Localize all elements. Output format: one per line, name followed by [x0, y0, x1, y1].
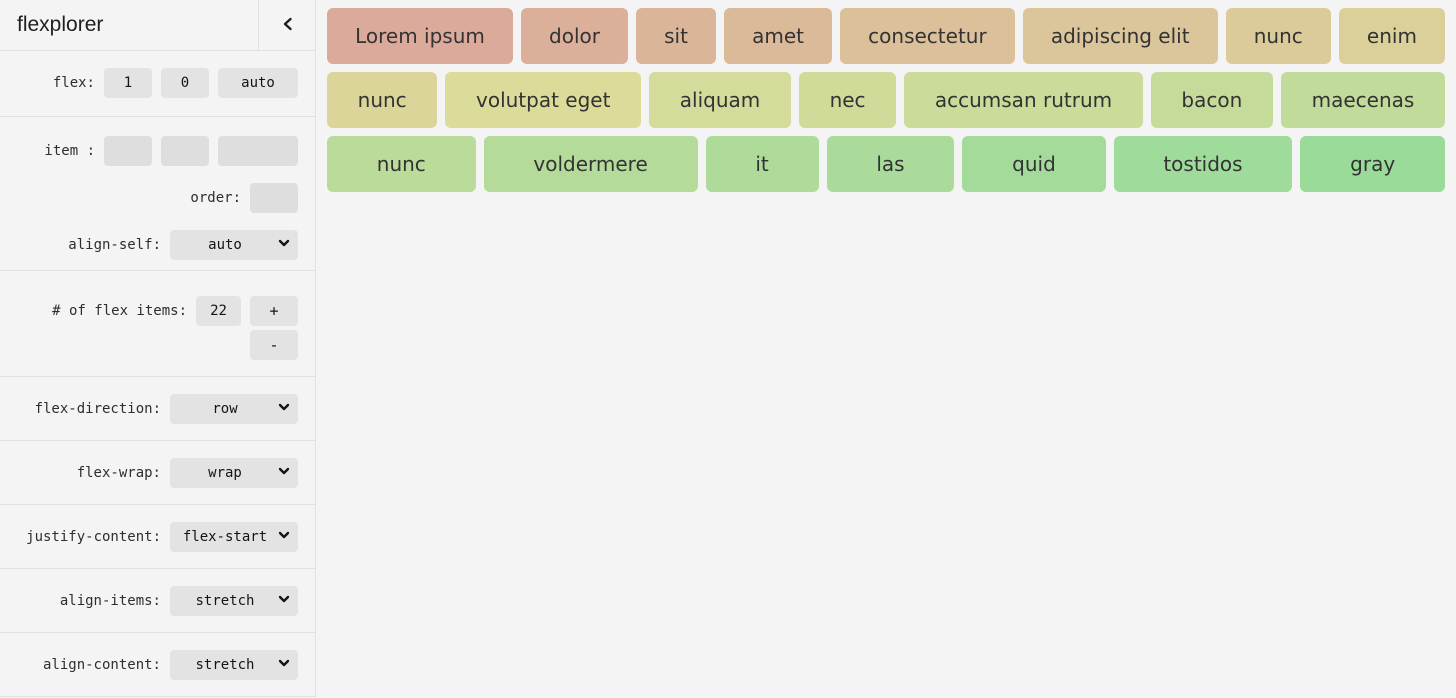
chevron-left-icon — [282, 17, 293, 34]
align-items-select[interactable]: stretch — [170, 586, 298, 616]
flex-direction-row: flex-direction: row — [17, 394, 298, 424]
order-input[interactable] — [250, 183, 298, 213]
remove-item-button[interactable]: - — [250, 330, 298, 360]
chevron-down-icon — [278, 239, 290, 247]
section-justify-content: justify-content: flex-start — [0, 505, 315, 569]
order-label: order: — [190, 190, 241, 206]
sidebar: flexplorer flex: item : order: align-sel… — [0, 0, 316, 698]
flex-row: flex: — [17, 68, 298, 98]
item-count-label: # of flex items: — [52, 303, 187, 319]
chevron-down-icon — [278, 531, 290, 539]
flex-item[interactable]: enim — [1338, 8, 1446, 64]
item-flex-shrink-input[interactable] — [161, 136, 209, 166]
app-title: flexplorer — [17, 13, 104, 36]
align-content-row: align-content: stretch — [17, 650, 298, 680]
flex-wrap-value: wrap — [208, 465, 242, 481]
chevron-down-icon — [278, 659, 290, 667]
chevron-down-icon — [278, 467, 290, 475]
justify-content-value: flex-start — [182, 529, 268, 545]
flex-item[interactable]: dolor — [520, 8, 629, 64]
flex-label: flex: — [52, 75, 95, 91]
flex-direction-label: flex-direction: — [34, 401, 161, 417]
item-flex-row: item : — [17, 136, 298, 166]
section-item: item : order: align-self: auto — [0, 117, 315, 271]
item-label: item : — [44, 143, 95, 159]
flex-item[interactable]: volutpat eget — [445, 72, 642, 128]
align-content-label: align-content: — [42, 657, 161, 673]
flex-item[interactable]: maecenas — [1280, 72, 1445, 128]
flex-wrap-select[interactable]: wrap — [170, 458, 298, 488]
item-flex-grow-input[interactable] — [104, 136, 152, 166]
flex-item[interactable]: adipiscing elit — [1022, 8, 1218, 64]
flex-item[interactable]: aliquam — [649, 72, 791, 128]
chevron-down-icon — [278, 403, 290, 411]
flex-wrap-row: flex-wrap: wrap — [17, 458, 298, 488]
chevron-down-icon — [278, 595, 290, 603]
flex-item[interactable]: nec — [798, 72, 897, 128]
item-count-buttons: + - — [250, 296, 298, 360]
flex-item[interactable]: gray — [1300, 136, 1445, 192]
flex-item[interactable]: it — [705, 136, 819, 192]
align-content-value: stretch — [195, 657, 255, 673]
flex-basis-input[interactable] — [218, 68, 298, 98]
flex-item[interactable]: quid — [962, 136, 1106, 192]
sidebar-collapse-button[interactable] — [258, 0, 315, 50]
flex-item[interactable]: Lorem ipsum — [327, 8, 513, 64]
section-align-content: align-content: stretch — [0, 633, 315, 697]
flex-item[interactable]: nunc — [1225, 8, 1331, 64]
flex-item[interactable]: consectetur — [840, 8, 1015, 64]
align-items-value: stretch — [195, 593, 255, 609]
add-item-button[interactable]: + — [250, 296, 298, 326]
item-count-row: # of flex items: + - — [17, 296, 298, 360]
align-items-row: align-items: stretch — [17, 586, 298, 616]
section-flex-direction: flex-direction: row — [0, 377, 315, 441]
align-self-label: align-self: — [68, 237, 161, 253]
align-self-value: auto — [208, 237, 242, 253]
flex-item[interactable]: sit — [636, 8, 717, 64]
flex-direction-select[interactable]: row — [170, 394, 298, 424]
justify-content-label: justify-content: — [26, 529, 161, 545]
flex-item[interactable]: amet — [724, 8, 833, 64]
flex-item[interactable]: nunc — [327, 72, 438, 128]
flex-grow-input[interactable] — [104, 68, 152, 98]
titlebar: flexplorer — [0, 0, 315, 51]
flex-wrap-label: flex-wrap: — [76, 465, 161, 481]
order-row: order: — [17, 183, 298, 213]
flex-item[interactable]: bacon — [1150, 72, 1273, 128]
align-content-select[interactable]: stretch — [170, 650, 298, 680]
flex-item[interactable]: voldermere — [483, 136, 698, 192]
section-flex-wrap: flex-wrap: wrap — [0, 441, 315, 505]
align-items-label: align-items: — [59, 593, 161, 609]
align-self-select[interactable]: auto — [170, 230, 298, 260]
item-count-input[interactable] — [196, 296, 241, 326]
flex-direction-value: row — [212, 401, 238, 417]
section-align-items: align-items: stretch — [0, 569, 315, 633]
section-item-count: # of flex items: + - — [0, 271, 315, 377]
flex-shrink-input[interactable] — [161, 68, 209, 98]
flex-item[interactable]: las — [826, 136, 955, 192]
section-flex: flex: — [0, 51, 315, 117]
justify-content-row: justify-content: flex-start — [17, 522, 298, 552]
flex-item[interactable]: accumsan rutrum — [904, 72, 1143, 128]
align-self-row: align-self: auto — [17, 230, 298, 260]
justify-content-select[interactable]: flex-start — [170, 522, 298, 552]
item-flex-basis-input[interactable] — [218, 136, 298, 166]
flex-item[interactable]: tostidos — [1113, 136, 1293, 192]
flex-item[interactable]: nunc — [327, 136, 476, 192]
